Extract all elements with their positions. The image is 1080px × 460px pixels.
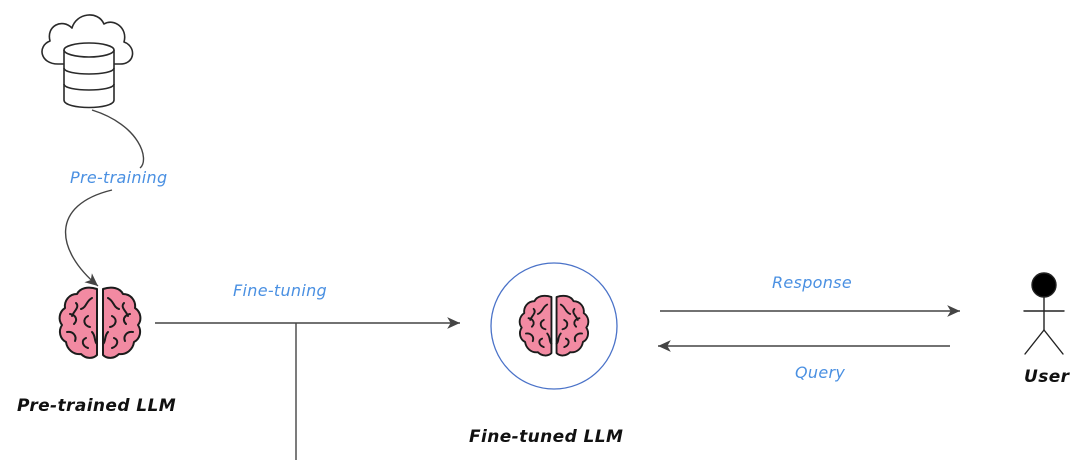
brain-icon: [58, 286, 142, 359]
pretrained-llm-label: Pre-trained LLM: [17, 396, 177, 416]
user-label: User: [1024, 367, 1070, 387]
pretraining-label: Pre-training: [70, 168, 168, 187]
query-label: Query: [795, 363, 846, 382]
stick-figure-icon: [1023, 272, 1065, 355]
response-label: Response: [772, 273, 852, 292]
brain-icon: [518, 294, 590, 357]
cloud-database-icon: [41, 14, 134, 109]
finetuning-label: Fine-tuning: [233, 281, 328, 300]
finetuned-model-circle: [490, 262, 618, 390]
pretraining-arrow: [64, 109, 145, 286]
finetuned-llm-label: Fine-tuned LLM: [469, 427, 624, 447]
